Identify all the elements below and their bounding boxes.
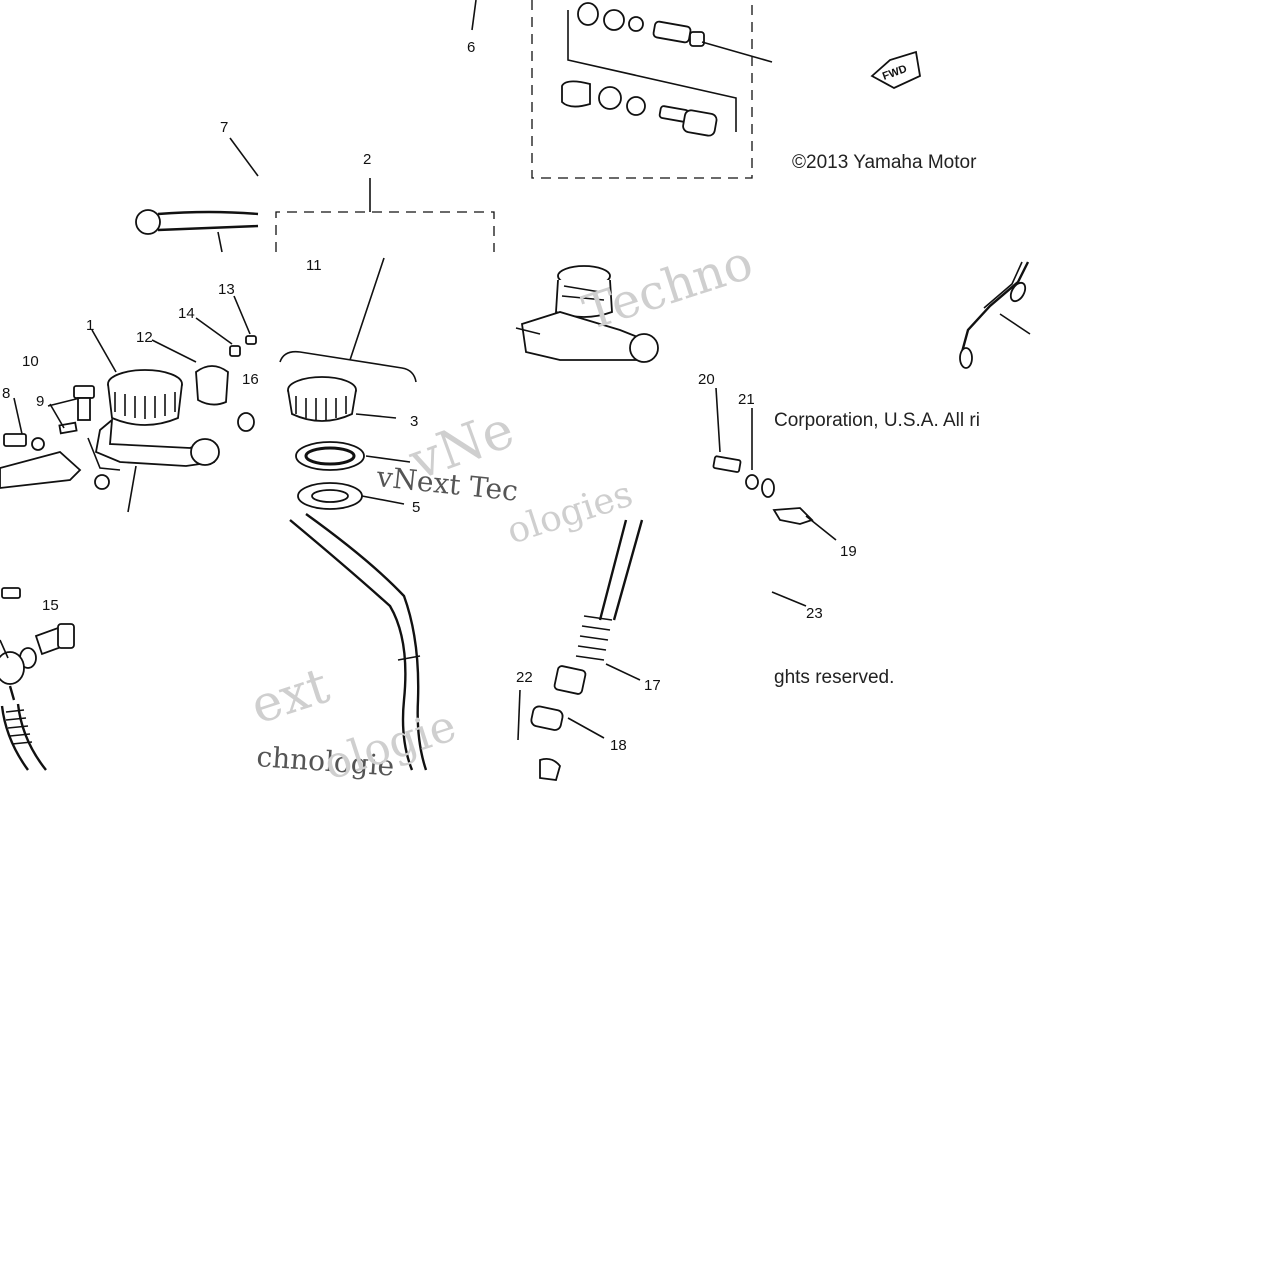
watermark-text: ext [244, 656, 336, 735]
callout-label: 10 [22, 353, 39, 370]
callout-label: 6 [467, 39, 475, 56]
copyright-line-2: Corporation, U.S.A. All ri [774, 410, 980, 431]
watermark-text: Techno [576, 234, 759, 341]
watermark-text: ologies [502, 474, 638, 553]
callout-label: 8 [2, 385, 10, 402]
callout-label: 21 [738, 391, 755, 408]
panel-reservoir-kit [275, 178, 495, 771]
reservoir-cap [287, 376, 357, 422]
diaphragm-plate [297, 482, 363, 510]
callout-label: 16 [242, 371, 259, 388]
panel-master-cylinder-center [515, 265, 659, 781]
master-cylinder-body [0, 369, 220, 489]
callout-label: 1 [86, 317, 94, 334]
watermark-text: vNext Tec [374, 460, 519, 508]
callout-label: 14 [178, 305, 195, 322]
callout-label: 17 [644, 677, 661, 694]
callout-label: 7 [220, 119, 228, 136]
panel-mounting-parts [712, 387, 837, 607]
callout-label: 13 [218, 281, 235, 298]
callout-numbers: 1 2 3 5 6 7 8 9 10 11 12 13 14 15 16 17 … [2, 39, 857, 754]
diaphragm-seal [295, 441, 365, 471]
callout-label: 9 [36, 393, 44, 410]
callout-label: 22 [516, 669, 533, 686]
callout-label: 15 [42, 597, 59, 614]
callout-label: 11 [306, 257, 322, 274]
callout-label: 3 [410, 413, 418, 430]
watermarks: Techno vNe vNext Tec ologies ext chnolog… [244, 234, 760, 790]
panel-hose-left [0, 587, 75, 771]
callout-label: 23 [806, 605, 823, 622]
callout-label: 20 [698, 371, 715, 388]
callout-label: 5 [412, 499, 420, 516]
copyright-line-3: ghts reserved. [774, 667, 894, 688]
brake-lever [135, 209, 259, 253]
copyright-line-1: ©2013 Yamaha Motor [792, 152, 977, 173]
panel-brake-line-right [959, 261, 1031, 369]
callout-label: 19 [840, 543, 857, 560]
callout-label: 12 [136, 329, 153, 346]
forward-direction-tag: FWD [870, 50, 922, 90]
panel-master-cylinder-left [0, 0, 477, 513]
small-hardware [3, 335, 257, 490]
callout-label: 18 [610, 737, 627, 754]
panel-piston-kit [531, 0, 773, 179]
callout-label: 2 [363, 151, 371, 168]
